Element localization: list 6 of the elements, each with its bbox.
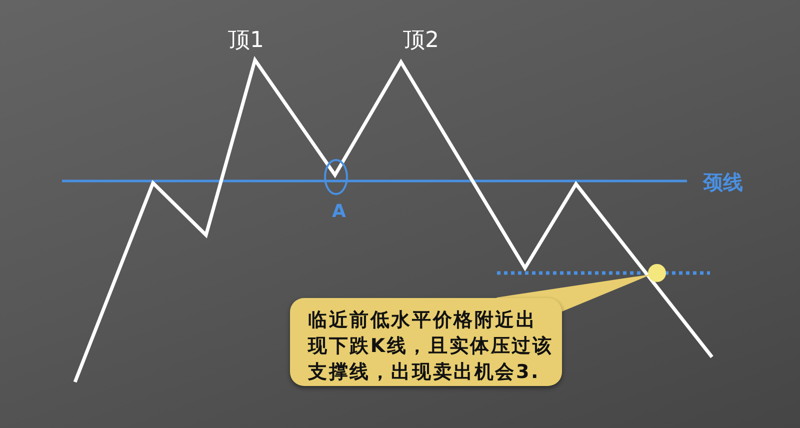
callout-text: 临近前低水平价格附近出现下跌K线，且实体压过该支撑线，出现卖出机会3. (308, 308, 554, 385)
peak-label: 顶2 (403, 28, 439, 54)
neckline-label: 颈线 (703, 171, 743, 193)
point-label: A (332, 202, 346, 222)
dot-icon (648, 264, 666, 282)
peak-label: 顶1 (228, 28, 264, 54)
